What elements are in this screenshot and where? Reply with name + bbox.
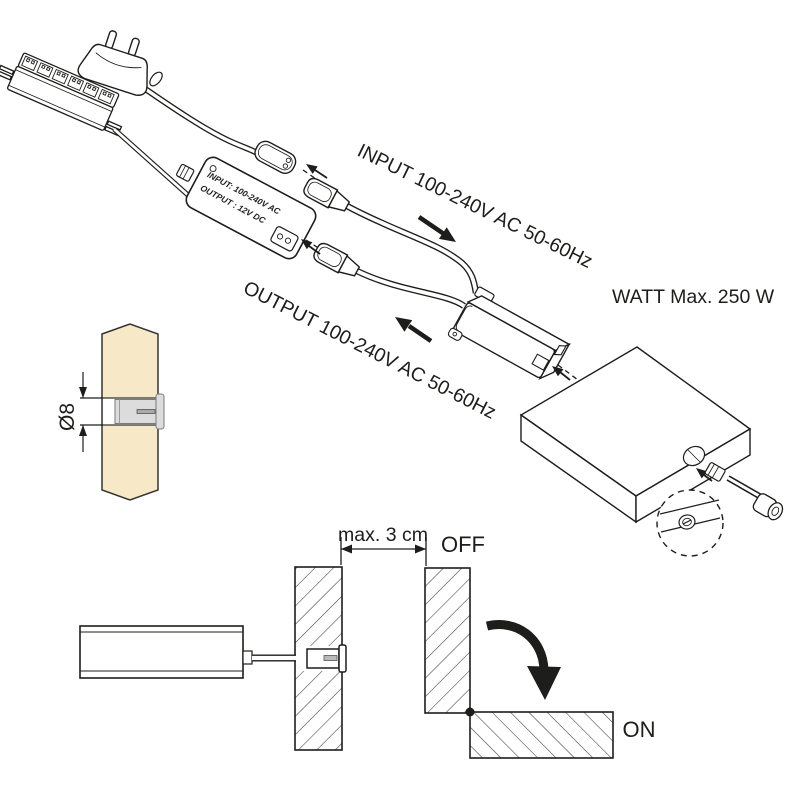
sensor-flange-side	[338, 644, 347, 673]
mounting-clip-right	[106, 120, 123, 131]
door-on-position	[469, 711, 614, 759]
panel-front-right-face	[635, 427, 751, 524]
dc-output-wire	[112, 127, 191, 198]
c8-plug-lower	[313, 242, 361, 277]
diameter-label: Ø8	[56, 403, 79, 431]
led-distributor-strip	[0, 52, 123, 137]
insert-arrow-socket	[306, 164, 328, 179]
sensor-input-cable	[345, 203, 480, 294]
box-port	[531, 353, 550, 371]
led-driver: INPUT: 100-240V AC OUTPUT : 12V DC	[185, 156, 317, 260]
sensor-flange	[155, 393, 165, 430]
door-off-position	[424, 567, 471, 714]
probe-head	[752, 493, 784, 521]
cord-socket	[254, 140, 297, 174]
flush-sensor-in-wall	[296, 644, 347, 673]
max-distance-label: max. 3 cm	[338, 524, 428, 546]
cord-ferrite-ring	[149, 71, 163, 87]
sensor-output-cable	[355, 268, 466, 309]
hinge-pivot-dot	[465, 707, 475, 717]
sensor-switch-box	[447, 286, 571, 380]
output-label: OUTPUT 100-240V AC 50-60Hz	[240, 277, 500, 424]
driver-screw	[209, 165, 217, 173]
insert-arrow-inlet	[301, 239, 321, 255]
detail-circle	[656, 489, 724, 557]
cabinet-panel	[519, 346, 752, 524]
input-label: INPUT 100-240V AC 50-60Hz	[354, 140, 596, 273]
c8-plug-upper	[303, 177, 351, 212]
input-direction-arrow	[417, 215, 456, 242]
sensor-slot	[136, 409, 156, 414]
box-wire-nub	[242, 650, 253, 665]
power-cord	[139, 83, 259, 156]
plug-body	[77, 43, 148, 96]
strip-body	[7, 65, 114, 131]
box-front-face	[452, 302, 556, 379]
probe-connector	[704, 462, 726, 482]
driver-strain-relief	[176, 163, 195, 182]
euro-plug-icon	[77, 30, 148, 96]
distance-dimension	[340, 537, 427, 566]
off-label: OFF	[441, 532, 485, 557]
hole-cross-section: Ø8	[56, 323, 165, 501]
box-port-end	[553, 345, 567, 356]
insert-arrow-box	[552, 366, 571, 381]
diameter-dimension	[79, 372, 103, 452]
watt-label: WATT Max. 250 W	[612, 286, 775, 308]
strip-socket-modules	[21, 55, 115, 105]
insert-arrow-hole	[696, 468, 713, 482]
on-label: ON	[623, 717, 656, 742]
driver-c8-inlet	[270, 226, 299, 252]
mounting-clip-left	[0, 64, 15, 76]
side-view-box	[79, 625, 253, 679]
output-direction-arrow	[395, 317, 433, 343]
door-rotation-arrow	[485, 620, 561, 700]
